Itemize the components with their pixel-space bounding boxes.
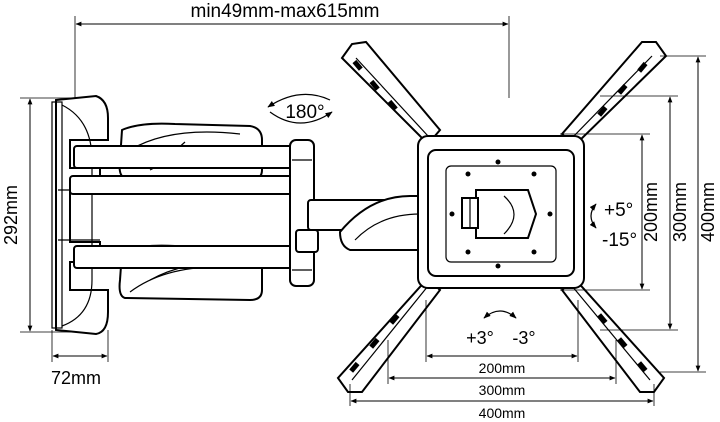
wall-plate-depth-label: 72mm [51,368,101,388]
vesa-200-height-label: 200mm [641,182,661,242]
wall-plate-height-dimension: 292mm [1,97,80,333]
tilt-down-label: -15° [602,230,637,251]
vesa-width-dimensions: 200mm 300mm 400mm [349,300,655,421]
arm-bottom-left [336,276,442,393]
rotate-right-label: -3° [512,328,535,348]
front-arm [295,195,429,253]
arm-top-right [560,41,668,148]
vesa-300-width-label: 300mm [479,382,526,398]
extension-label: min49mm-max615mm [191,1,380,22]
arm-top-left [340,40,442,146]
upper-arm [69,122,311,195]
wall-plate-height-label: 292mm [1,185,21,245]
vesa-300-height-label: 300mm [670,182,690,242]
wall-plate [51,94,109,336]
vesa-center-plate [417,135,585,289]
lower-arm [73,244,311,302]
rotation-indicator: +3° -3° [466,310,536,348]
vesa-200-width-label: 200mm [479,360,526,376]
swivel-indicator: 180° [267,93,333,124]
vesa-400-width-label: 400mm [479,405,526,421]
swivel-label: 180° [285,102,324,123]
vesa-400-height-label: 400mm [698,182,718,242]
tilt-indicator: +5° -15° [589,200,637,251]
vesa-arms [336,40,668,393]
tilt-up-label: +5° [604,200,633,221]
extension-dimension: min49mm-max615mm [74,1,510,98]
rotate-left-label: +3° [466,328,494,348]
arm-bottom-right [560,276,666,393]
vesa-height-dimensions: 200mm 300mm 400mm [560,55,718,373]
wall-plate-depth-dimension: 72mm [51,330,109,388]
